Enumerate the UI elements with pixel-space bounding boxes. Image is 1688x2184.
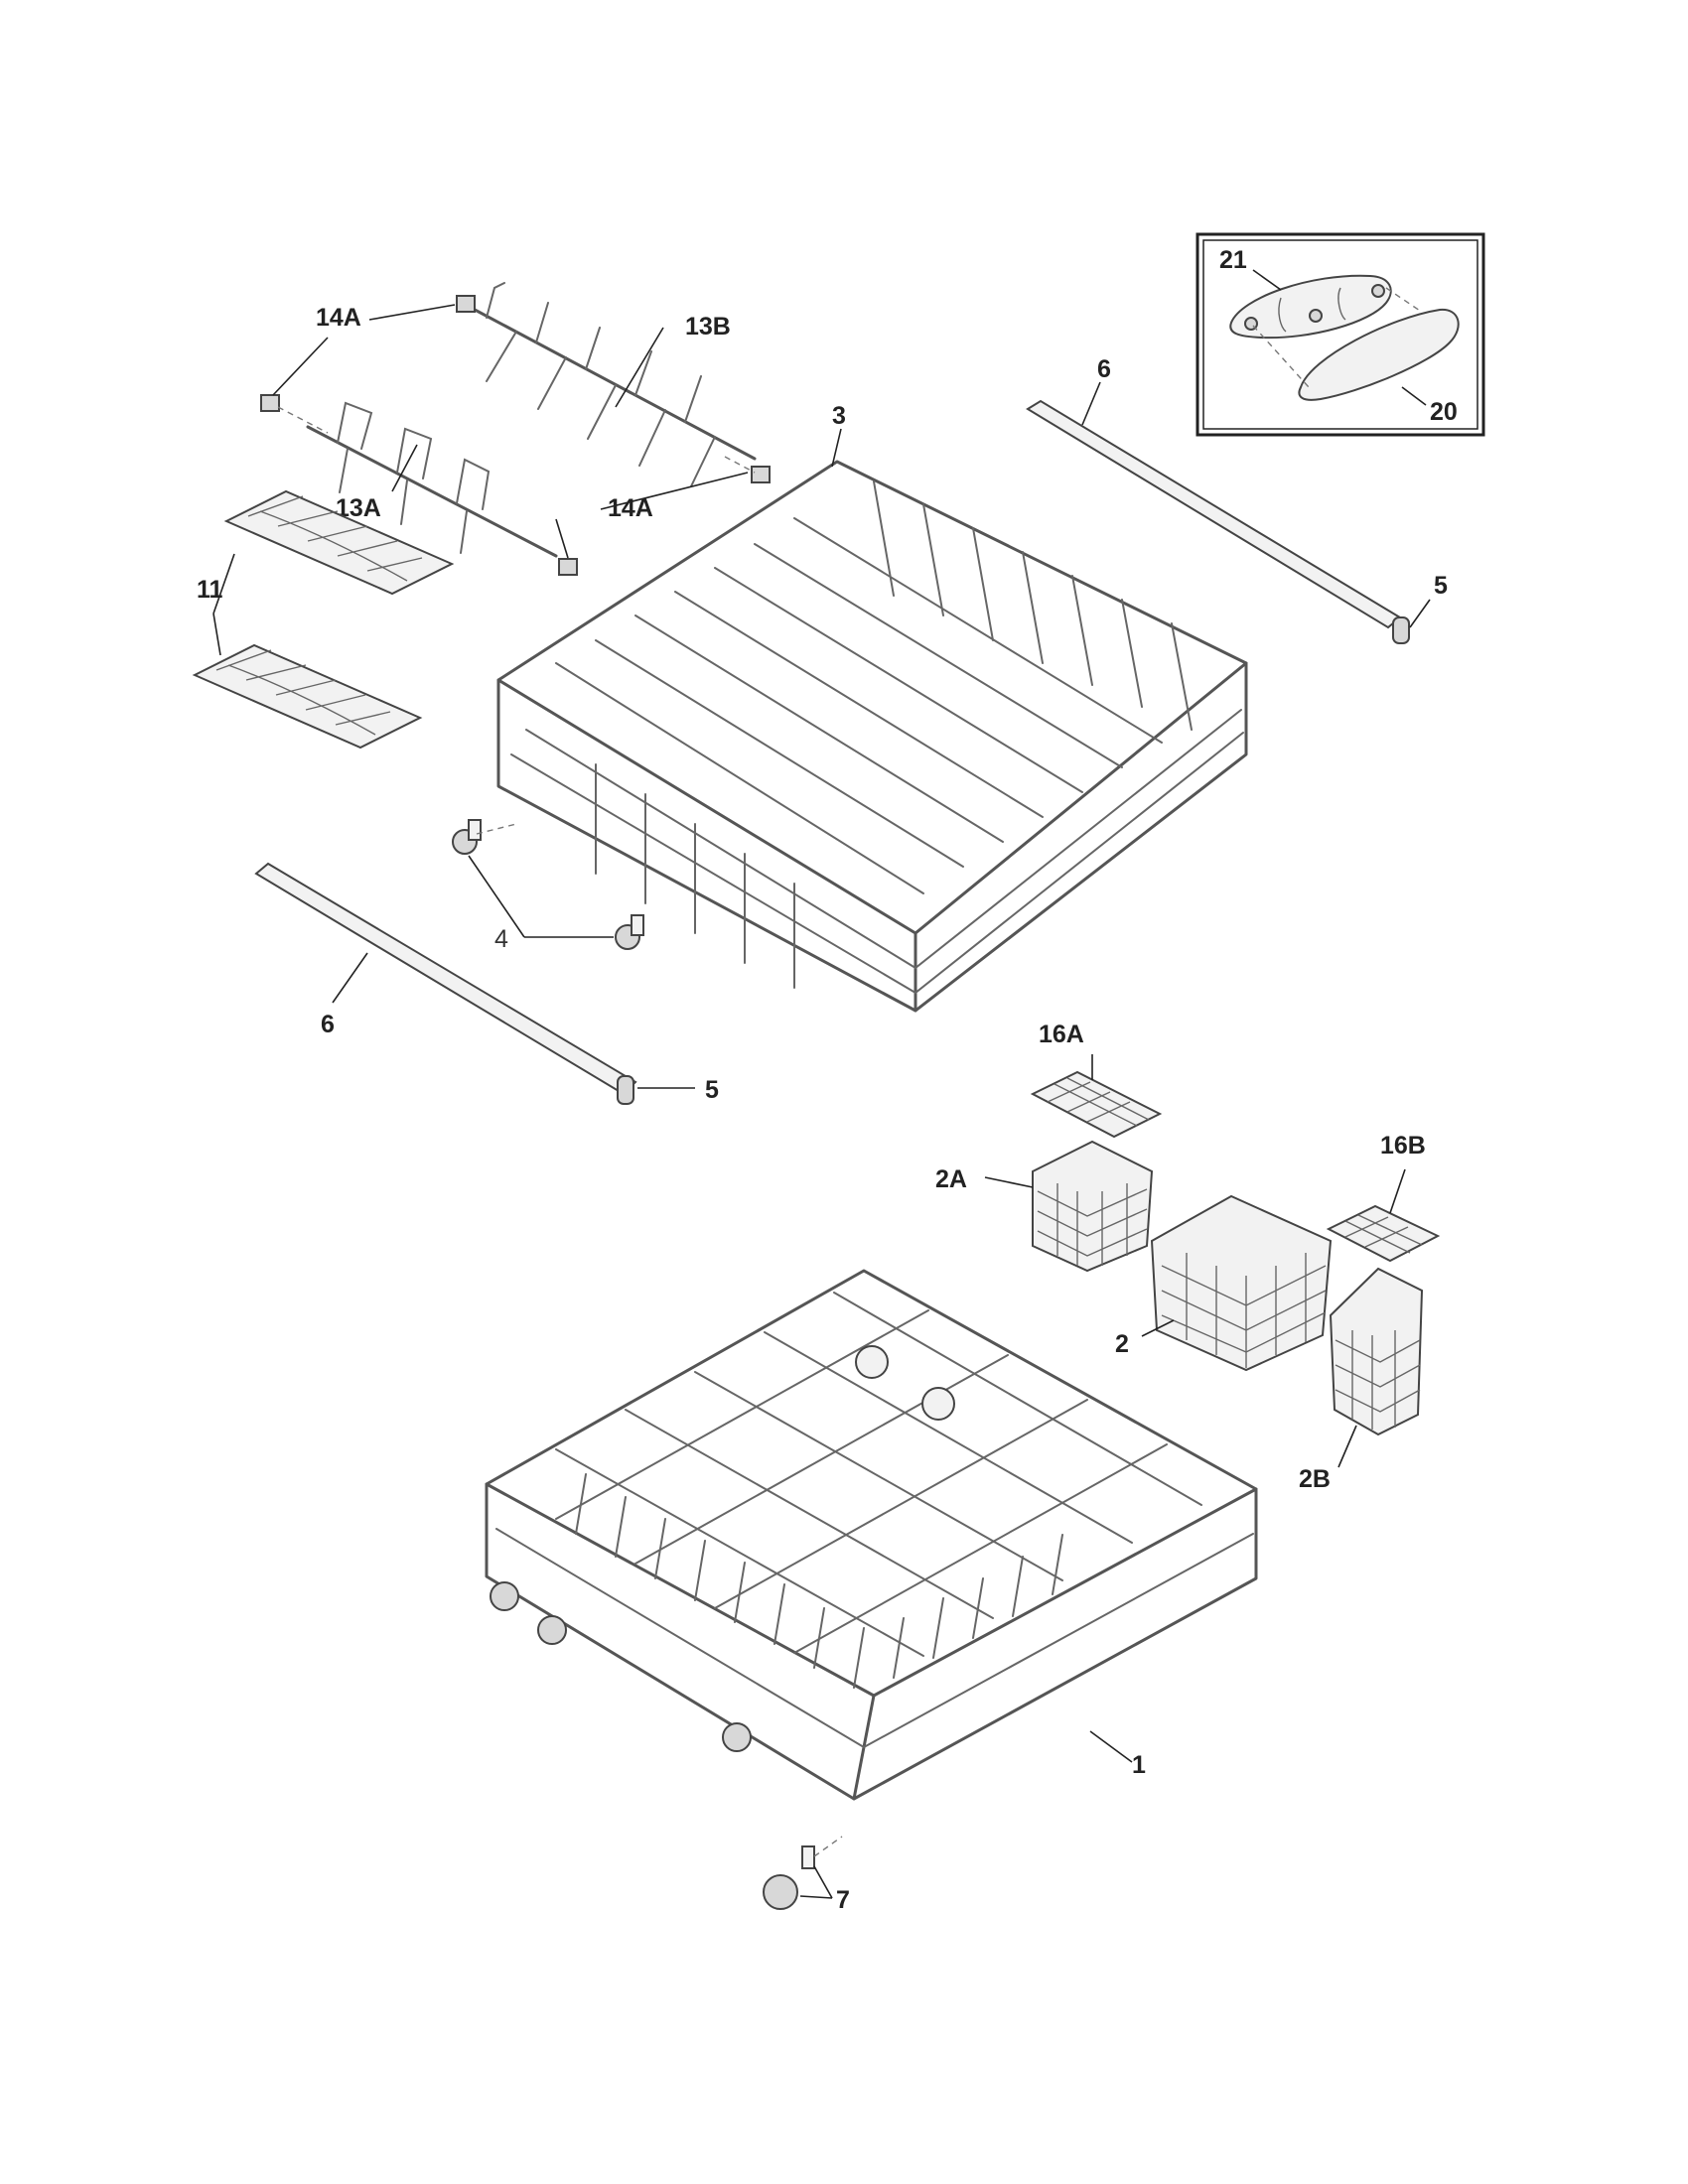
callout-20: 20	[1430, 398, 1458, 426]
callout-2: 2	[1115, 1330, 1129, 1358]
part-2b-shape	[1329, 1267, 1424, 1436]
part-20-shape	[1298, 308, 1460, 401]
part-21-shape	[1229, 274, 1392, 340]
callout-13b: 13B	[685, 313, 731, 341]
part-16b-shape	[1326, 1204, 1441, 1263]
callout-5-bottom: 5	[705, 1076, 719, 1104]
tine-rows-assembly: 14A 13B 13A 14A	[260, 282, 771, 576]
callout-14a-top: 14A	[316, 304, 361, 332]
inset-wheel-cover: 21 20	[1196, 232, 1485, 437]
part-1-lower-rack: 1	[485, 1269, 1258, 1801]
callout-2a: 2A	[935, 1165, 967, 1193]
part-5-bottom-shape	[617, 1075, 634, 1105]
part-6-top-rail: 6 5	[1026, 355, 1448, 644]
callout-5-right: 5	[1434, 572, 1448, 600]
callout-4: 4	[494, 925, 508, 953]
callout-7: 7	[836, 1886, 850, 1914]
part-5-right-shape	[1392, 616, 1410, 644]
callout-14a-mid: 14A	[608, 494, 653, 522]
part-6-bottom-rail: 6 5	[254, 862, 719, 1105]
callout-21: 21	[1219, 246, 1247, 274]
callout-3: 3	[832, 402, 846, 430]
part-4-wheels: 4	[452, 819, 644, 953]
part-2a-shape	[1032, 1140, 1154, 1273]
part-11-shelves: 11	[192, 489, 455, 750]
callout-16a: 16A	[1039, 1021, 1084, 1048]
callout-6-top: 6	[1097, 355, 1111, 383]
callout-6-bottom: 6	[321, 1011, 335, 1038]
end-cap-14a-top	[456, 295, 476, 313]
callout-11: 11	[197, 576, 223, 604]
part-7-wheel: 7	[763, 1836, 850, 1914]
callout-16b: 16B	[1380, 1132, 1426, 1160]
callout-1: 1	[1132, 1751, 1146, 1779]
part-2-shape	[1150, 1194, 1333, 1372]
basket-parts: 16A 2A 2 16B 2B	[935, 1021, 1441, 1493]
part-3-upper-rack: 3	[496, 402, 1248, 1013]
callout-2b: 2B	[1299, 1465, 1331, 1493]
